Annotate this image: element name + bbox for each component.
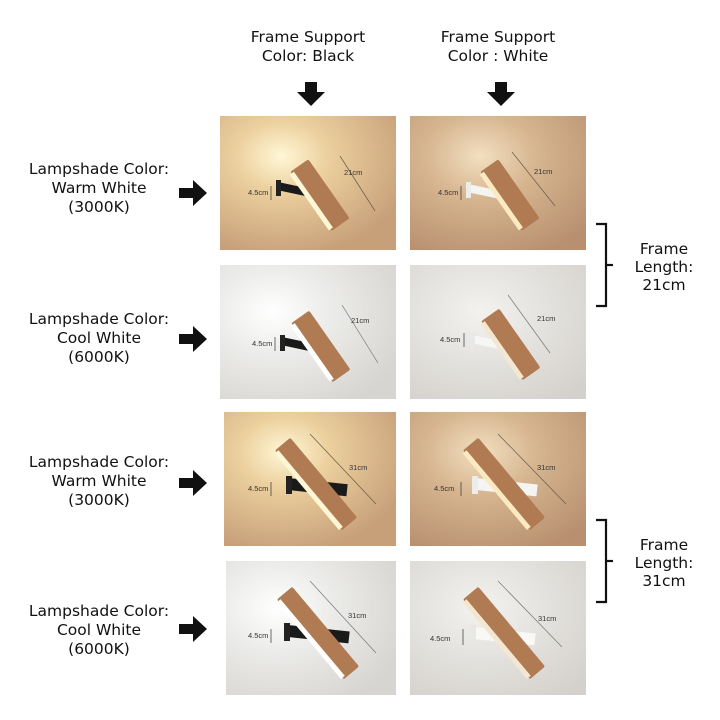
down-arrow-icon — [487, 82, 515, 106]
column-header-white: Frame Support Color : White — [440, 28, 556, 65]
dimension-depth-label: 4.5cm — [252, 339, 272, 348]
bracket-31cm-icon — [596, 518, 613, 604]
frame-length-21cm-label: Frame Length: 21cm — [634, 240, 694, 294]
product-photo-cool-white-31cm: 31cm 4.5cm — [410, 561, 586, 695]
dimension-depth-label: 4.5cm — [434, 484, 454, 493]
product-photo-cool-black-21cm: 21cm 4.5cm — [220, 265, 396, 399]
column-header-black: Frame Support Color: Black — [250, 28, 366, 65]
row-label-warm-21: Lampshade Color: Warm White (3000K) — [28, 160, 170, 216]
right-arrow-icon — [179, 326, 207, 352]
dimension-depth-label: 4.5cm — [430, 634, 450, 643]
product-photo-warm-white-21cm: 21cm 4.5cm — [410, 116, 586, 250]
product-photo-cool-white-21cm: 21cm 4.5cm — [410, 265, 586, 399]
row-label-warm-31: Lampshade Color: Warm White (3000K) — [28, 453, 170, 509]
dimension-depth-label: 4.5cm — [248, 484, 268, 493]
dimension-length-label: 31cm — [349, 463, 367, 472]
down-arrow-icon — [297, 82, 325, 106]
bracket-21cm-icon — [596, 222, 613, 308]
product-photo-warm-black-31cm: 31cm 4.5cm — [224, 412, 396, 546]
dimension-depth-label: 4.5cm — [438, 188, 458, 197]
dimension-depth-label: 4.5cm — [440, 335, 460, 344]
dimension-length-label: 31cm — [537, 463, 555, 472]
dimension-length-label: 21cm — [534, 167, 552, 176]
product-photo-cool-black-31cm: 31cm 4.5cm — [226, 561, 396, 695]
row-label-cool-31: Lampshade Color: Cool White (6000K) — [28, 602, 170, 658]
dimension-length-label: 31cm — [538, 614, 556, 623]
dimension-depth-label: 4.5cm — [248, 188, 268, 197]
dimension-length-label: 21cm — [351, 316, 369, 325]
dimension-length-label: 31cm — [348, 611, 366, 620]
frame-length-31cm-label: Frame Length: 31cm — [634, 536, 694, 590]
dimension-length-label: 21cm — [537, 314, 555, 323]
product-photo-warm-white-31cm: 31cm 4.5cm — [410, 412, 586, 546]
row-label-cool-21: Lampshade Color: Cool White (6000K) — [28, 310, 170, 366]
right-arrow-icon — [179, 616, 207, 642]
product-photo-warm-black-21cm: 21cm 4.5cm — [220, 116, 396, 250]
dimension-length-label: 21cm — [344, 168, 362, 177]
right-arrow-icon — [179, 470, 207, 496]
dimension-depth-label: 4.5cm — [248, 631, 268, 640]
right-arrow-icon — [179, 180, 207, 206]
